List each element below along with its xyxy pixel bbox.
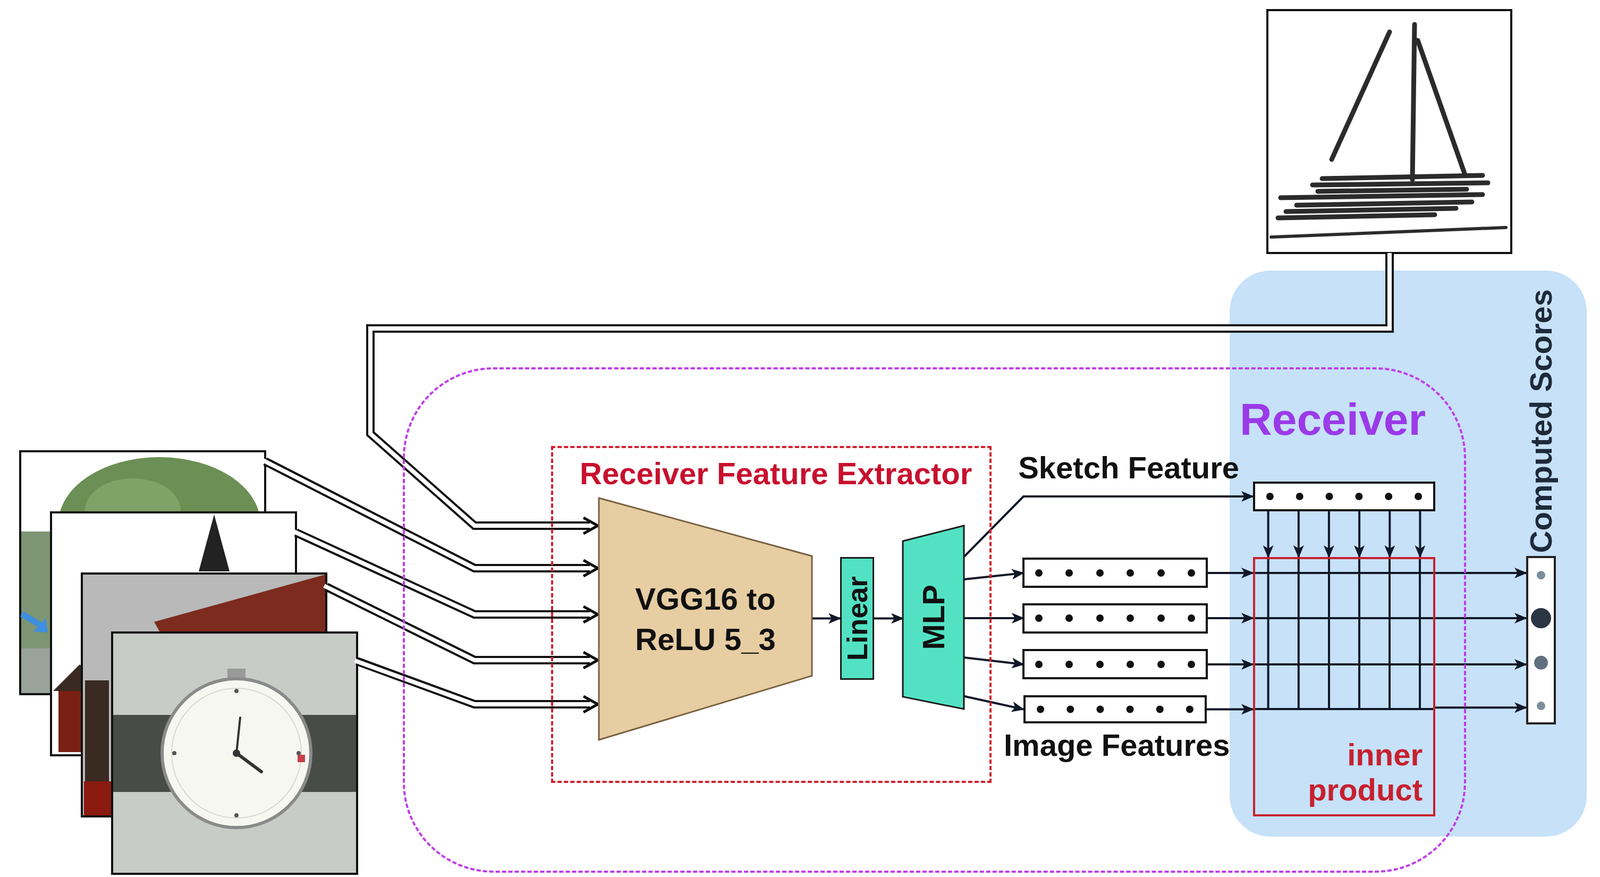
receiver-band bbox=[1229, 270, 1587, 837]
vector-dots bbox=[1255, 483, 1434, 510]
shape-fill bbox=[902, 525, 964, 709]
connector-arrow bbox=[1206, 708, 1254, 710]
vector-dot bbox=[1126, 705, 1134, 714]
receiver-region: ReceiverReceiver Feature ExtractorVGG16 … bbox=[402, 367, 1467, 873]
vector-dot bbox=[1096, 705, 1104, 714]
vector-dot bbox=[1186, 705, 1194, 714]
connector-line bbox=[963, 696, 1024, 710]
score-dot bbox=[1536, 570, 1546, 580]
connector-line bbox=[1418, 511, 1421, 557]
connector-line bbox=[874, 617, 903, 620]
vector-label: Image Features bbox=[1003, 727, 1231, 764]
linear-layer-box: Linear bbox=[840, 556, 875, 680]
vgg16-trapezoid: VGG16 to ReLU 5_3 bbox=[598, 497, 812, 740]
connector-arrow bbox=[963, 696, 1024, 710]
shape-outline bbox=[598, 497, 812, 740]
inner-product-box: inner product bbox=[1253, 556, 1436, 817]
connector-line bbox=[1267, 511, 1270, 557]
vector-dot bbox=[1355, 492, 1363, 501]
vector-dot bbox=[1414, 492, 1422, 501]
connector-line bbox=[963, 496, 1254, 557]
layer-label: Linear bbox=[843, 576, 872, 661]
shape-fill bbox=[598, 497, 812, 740]
input-image bbox=[112, 632, 358, 874]
layer-label: VGG16 to ReLU 5_3 bbox=[634, 578, 777, 659]
layer-label: MLP bbox=[918, 584, 950, 650]
vector-dot bbox=[1384, 492, 1393, 501]
sketch-feature-vector: Sketch Feature bbox=[1253, 481, 1436, 512]
operation-label: inner product bbox=[1283, 737, 1423, 808]
feature-vector bbox=[1023, 558, 1207, 679]
mlp-trapezoid: MLP bbox=[902, 525, 964, 709]
connector-line bbox=[1358, 511, 1361, 557]
vector-label: Computed Scores bbox=[1525, 289, 1557, 553]
computed-scores-vector: Computed Scores bbox=[1526, 555, 1556, 725]
vector-dots bbox=[1025, 697, 1205, 722]
score-dot bbox=[1530, 607, 1552, 629]
vector-dot bbox=[1296, 492, 1304, 501]
vector-dot bbox=[1325, 492, 1334, 501]
connector-arrow bbox=[1268, 511, 1421, 557]
group-title: Receiver Feature Extractor bbox=[579, 455, 972, 491]
connector-line bbox=[1388, 511, 1391, 557]
connector-line bbox=[1297, 511, 1300, 557]
feature-extractor-box: Receiver Feature ExtractorVGG16 to ReLU … bbox=[551, 445, 992, 783]
vector-dot bbox=[1156, 705, 1164, 714]
score-dots bbox=[1528, 557, 1554, 723]
connector-line bbox=[1435, 706, 1527, 709]
score-dot bbox=[1534, 655, 1548, 670]
connector-line bbox=[1206, 708, 1254, 711]
vector-dot bbox=[1066, 705, 1074, 714]
image-feature-vector: Image Features bbox=[1023, 695, 1207, 724]
vector-dot bbox=[1266, 492, 1274, 501]
sketch-image bbox=[1267, 10, 1512, 253]
vector-label: Sketch Feature bbox=[1018, 450, 1240, 486]
connector-line bbox=[1327, 511, 1331, 557]
connector-arrow bbox=[811, 618, 841, 619]
wire bbox=[963, 556, 1527, 709]
connector-arrow bbox=[1435, 707, 1527, 708]
score-dot bbox=[1536, 701, 1546, 710]
vector-dot bbox=[1036, 705, 1045, 714]
connector-arrow bbox=[874, 618, 903, 619]
input-arrow bbox=[263, 252, 1390, 713]
connector-arrow bbox=[963, 496, 1254, 557]
region-title: Receiver bbox=[1239, 393, 1426, 446]
connector-line bbox=[811, 617, 841, 620]
